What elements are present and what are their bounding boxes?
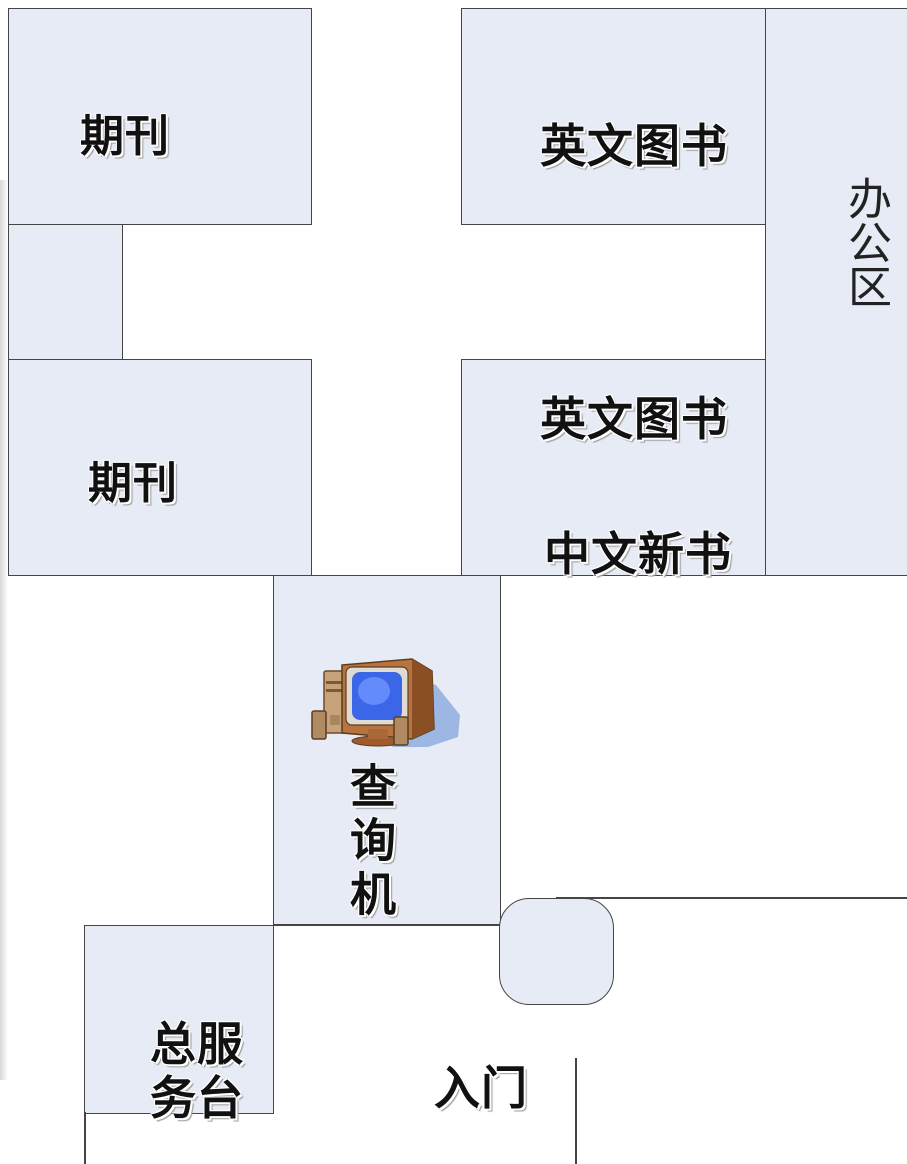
corridor-bottom-wall	[273, 924, 501, 926]
entrance-label: 入门	[434, 1061, 528, 1115]
english-books-top-label: 英文图书	[540, 119, 728, 173]
periodicals-top-label: 期刊	[80, 111, 170, 162]
english-books-bottom-label: 英文图书	[540, 392, 728, 446]
english-books-room-top	[461, 8, 766, 225]
periodicals-bottom-label: 期刊	[88, 458, 178, 509]
right-corridor-top-wall	[556, 897, 907, 899]
query-machine-area	[273, 575, 501, 926]
left-edge-shade	[0, 180, 8, 1080]
query-machine-label: 查询机	[343, 762, 397, 924]
chinese-new-books-label: 中文新书	[544, 527, 732, 581]
entrance-right-wall	[575, 1058, 577, 1164]
office-area-room	[765, 8, 907, 576]
service-desk-label-line2: 务台	[150, 1071, 244, 1125]
periodicals-room-bottom	[8, 359, 312, 576]
computer-icon	[311, 658, 460, 747]
english-chinese-books-room	[461, 359, 766, 576]
service-desk-room	[84, 925, 274, 1114]
service-desk-left-wall-extension	[84, 1112, 86, 1164]
service-desk-label-line1: 总服	[150, 1017, 244, 1071]
rounded-pillar	[499, 898, 614, 1005]
small-room	[8, 224, 123, 360]
office-area-label: 办公区	[840, 176, 891, 308]
periodicals-room-top	[8, 8, 312, 225]
